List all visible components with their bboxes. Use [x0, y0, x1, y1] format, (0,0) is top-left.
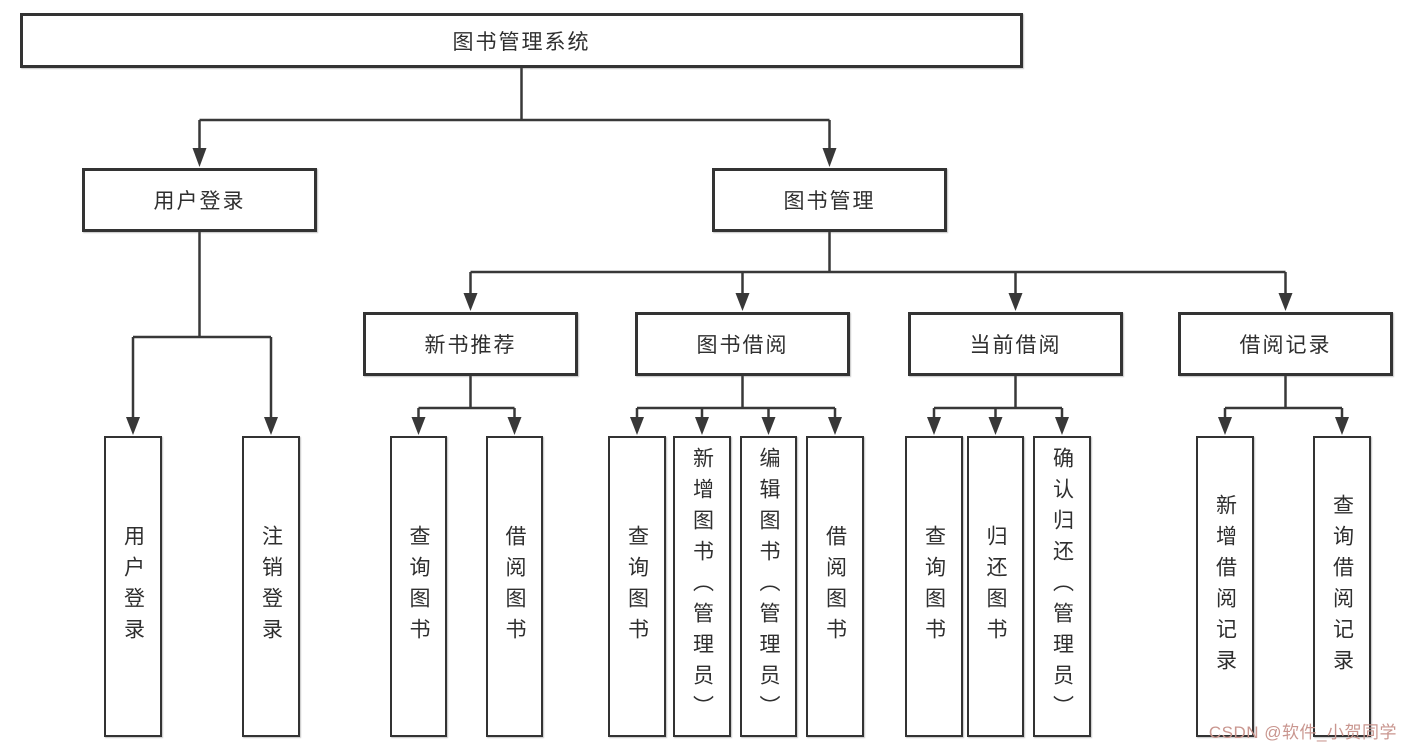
node-user-login-label: 用户登录	[153, 190, 246, 213]
leaf-return-book-label: 归还图书	[984, 524, 1007, 649]
leaf-borrow-book-2: 借阅图书	[806, 436, 864, 737]
leaf-query-book-2-label: 查询图书	[625, 524, 649, 649]
leaf-add-book-admin: 新增图书（管理员）	[673, 436, 731, 737]
leaf-borrow-book-1-label: 借阅图书	[503, 524, 526, 649]
node-new-book-recommend: 新书推荐	[363, 312, 578, 376]
leaf-edit-book-admin-label: 编辑图书（管理员）	[757, 447, 780, 726]
leaf-query-book-1-label: 查询图书	[407, 524, 430, 649]
leaf-add-borrow-record-label: 新增借阅记录	[1213, 493, 1237, 680]
leaf-user-login: 用户登录	[104, 436, 162, 737]
leaf-query-borrow-record-label: 查询借阅记录	[1330, 493, 1354, 680]
leaf-logout: 注销登录	[242, 436, 300, 737]
leaf-query-book-3-label: 查询图书	[922, 524, 946, 649]
leaf-return-book: 归还图书	[967, 436, 1024, 737]
leaf-user-login-label: 用户登录	[121, 524, 145, 649]
watermark: CSDN @软件_小贺同学	[1208, 723, 1397, 742]
leaf-query-book-3: 查询图书	[905, 436, 963, 737]
node-borrow-record-label: 借阅记录	[1239, 334, 1332, 357]
leaf-borrow-book-2-label: 借阅图书	[823, 524, 847, 649]
leaf-confirm-return-admin: 确认归还（管理员）	[1033, 436, 1091, 737]
node-book-management: 图书管理	[712, 168, 947, 232]
node-book-borrow: 图书借阅	[635, 312, 850, 376]
leaf-confirm-return-admin-label: 确认归还（管理员）	[1050, 447, 1074, 726]
node-current-borrow-label: 当前借阅	[969, 334, 1062, 357]
leaf-borrow-book-1: 借阅图书	[486, 436, 543, 737]
node-current-borrow: 当前借阅	[908, 312, 1123, 376]
node-book-borrow-label: 图书借阅	[696, 334, 789, 357]
leaf-query-borrow-record: 查询借阅记录	[1313, 436, 1371, 737]
node-borrow-record: 借阅记录	[1178, 312, 1393, 376]
leaf-edit-book-admin: 编辑图书（管理员）	[740, 436, 797, 737]
node-root: 图书管理系统	[20, 13, 1023, 68]
leaf-query-book-1: 查询图书	[390, 436, 447, 737]
leaf-query-book-2: 查询图书	[608, 436, 666, 737]
leaf-add-book-admin-label: 新增图书（管理员）	[690, 447, 714, 726]
node-user-login: 用户登录	[82, 168, 317, 232]
node-new-book-recommend-label: 新书推荐	[424, 334, 517, 357]
node-book-management-label: 图书管理	[783, 190, 876, 213]
leaf-add-borrow-record: 新增借阅记录	[1196, 436, 1254, 737]
node-root-label: 图书管理系统	[452, 30, 591, 54]
leaf-logout-label: 注销登录	[259, 524, 283, 649]
